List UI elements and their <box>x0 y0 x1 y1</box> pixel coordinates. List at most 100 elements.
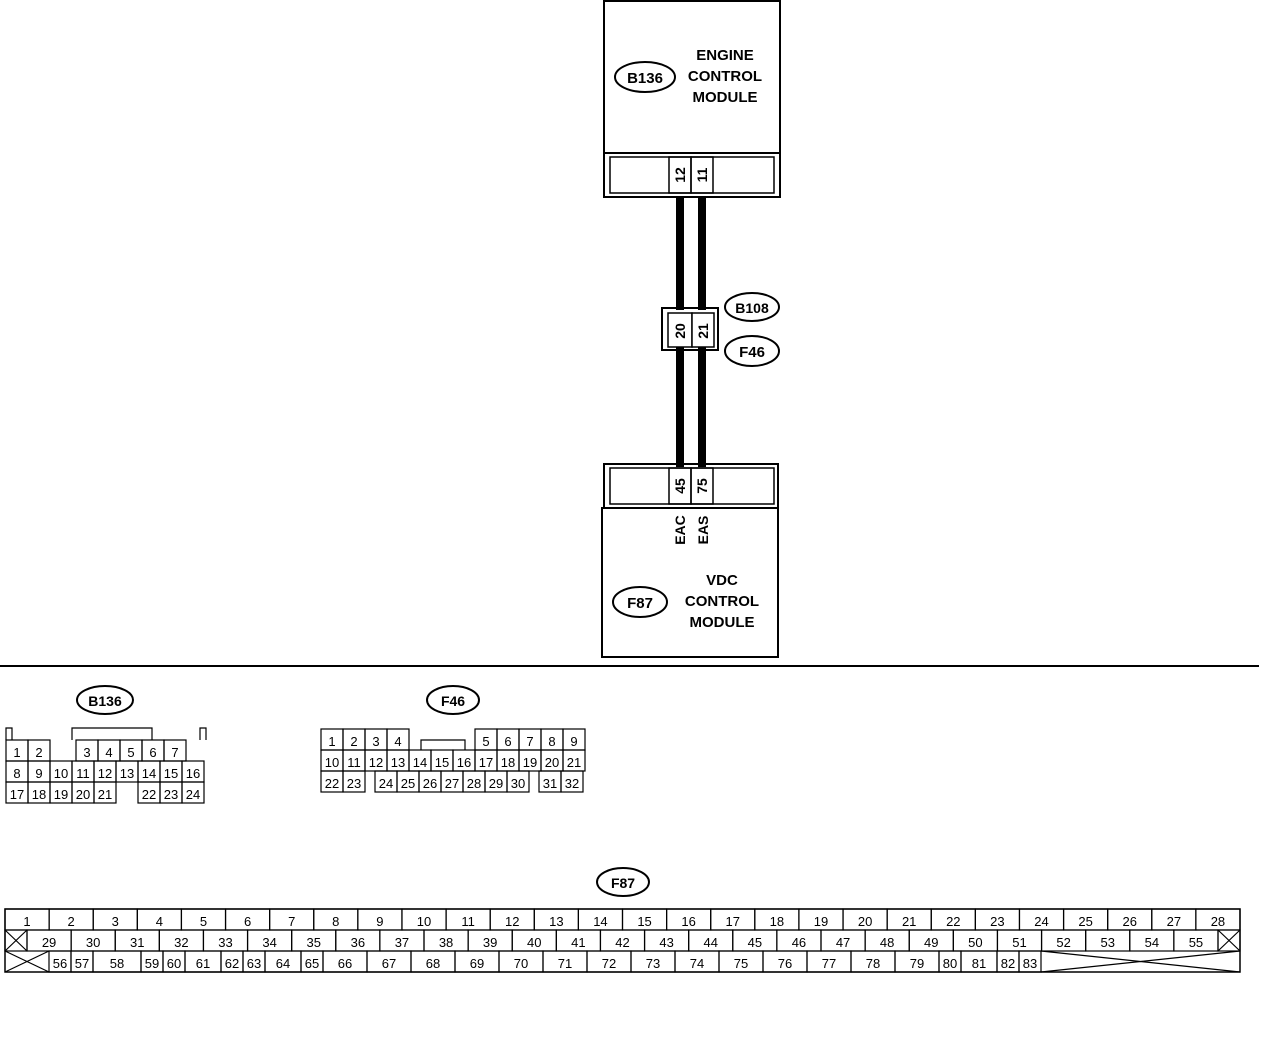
b136-pin-21: 21 <box>98 787 112 802</box>
vdc-signal-eac: EAC <box>672 515 688 545</box>
connector-id-f46: F46 <box>739 344 765 361</box>
f87-id: F87 <box>611 875 635 891</box>
f87-pin-71: 71 <box>558 956 572 971</box>
f87-pin-16: 16 <box>681 914 695 929</box>
f87-pin-15: 15 <box>637 914 651 929</box>
b136-key <box>199 727 207 740</box>
f87-pin-77: 77 <box>822 956 836 971</box>
ecm-name-line-3: MODULE <box>693 89 758 106</box>
f87-pin-55: 55 <box>1189 935 1203 950</box>
f46-pin-11: 11 <box>347 755 361 770</box>
b136-pin-19: 19 <box>54 787 68 802</box>
ecm-connector-id-oval <box>614 61 676 93</box>
b136-pin-14: 14 <box>142 766 156 781</box>
b136-pin-8: 8 <box>13 766 20 781</box>
f87-pin-8: 8 <box>332 914 339 929</box>
f87-pin-21: 21 <box>902 914 916 929</box>
f87-pin-2: 2 <box>68 914 75 929</box>
b136-pin-2: 2 <box>35 745 42 760</box>
b136-pin-4: 4 <box>105 745 112 760</box>
f87-pin-53: 53 <box>1100 935 1114 950</box>
f46-pin-8: 8 <box>548 734 555 749</box>
f87-pin-69: 69 <box>470 956 484 971</box>
f87-pin-35: 35 <box>306 935 320 950</box>
f46-pin-cell <box>506 770 530 793</box>
f87-pin-65: 65 <box>305 956 319 971</box>
f87-pin-36: 36 <box>351 935 365 950</box>
f87-pin-30: 30 <box>86 935 100 950</box>
vdc-name-line-1: VDC <box>706 572 738 589</box>
f87-pin-33: 33 <box>218 935 232 950</box>
f87-pin-46: 46 <box>792 935 806 950</box>
f87-pin-42: 42 <box>615 935 629 950</box>
f46-pin-15: 15 <box>435 755 449 770</box>
f87-id-oval <box>596 867 650 897</box>
b136-pin-6: 6 <box>149 745 156 760</box>
f46-pin-22: 22 <box>325 776 339 791</box>
f87-pin-4: 4 <box>156 914 163 929</box>
b136-pin-16: 16 <box>186 766 200 781</box>
f46-pin-3: 3 <box>372 734 379 749</box>
b136-pin-22: 22 <box>142 787 156 802</box>
f87-pin-51: 51 <box>1012 935 1026 950</box>
f87-pin-34: 34 <box>262 935 276 950</box>
ecm-pin-12: 12 <box>672 167 688 183</box>
f87-pin-67: 67 <box>382 956 396 971</box>
inline-pin-20: 20 <box>672 323 688 339</box>
f87-pin-47: 47 <box>836 935 850 950</box>
engine-control-module: B136 ENGINE CONTROL MODULE 12 11 <box>603 0 781 198</box>
f87-pin-43: 43 <box>659 935 673 950</box>
f46-pin-cell <box>560 770 584 793</box>
f87-pin-29: 29 <box>42 935 56 950</box>
f87-pin-40: 40 <box>527 935 541 950</box>
b136-pin-13: 13 <box>120 766 134 781</box>
vdc-connector-id-oval <box>612 586 668 618</box>
b136-pin-10: 10 <box>54 766 68 781</box>
b136-pin-18: 18 <box>32 787 46 802</box>
f46-pin-31: 31 <box>543 776 557 791</box>
connector-id-oval-b108 <box>724 292 780 322</box>
f46-pin-14: 14 <box>413 755 427 770</box>
f87-pin-18: 18 <box>770 914 784 929</box>
f46-pin-5: 5 <box>482 734 489 749</box>
vdc-connector-id: F87 <box>627 595 653 612</box>
f46-pin-29: 29 <box>489 776 503 791</box>
f87-pin-73: 73 <box>646 956 660 971</box>
f87-pin-22: 22 <box>946 914 960 929</box>
f87-pin-83: 83 <box>1023 956 1037 971</box>
f46-pin-2: 2 <box>350 734 357 749</box>
ecm-name-line-1: ENGINE <box>696 47 754 64</box>
ecm-pin-cell <box>690 156 714 194</box>
f46-pin-10: 10 <box>325 755 339 770</box>
f87-pin-5: 5 <box>200 914 207 929</box>
f87-pin-37: 37 <box>395 935 409 950</box>
connector-id-b108: B108 <box>735 300 769 316</box>
f87-pin-81: 81 <box>972 956 986 971</box>
f87-pin-76: 76 <box>778 956 792 971</box>
f87-pin-72: 72 <box>602 956 616 971</box>
f87-pin-10: 10 <box>417 914 431 929</box>
f46-pin-4: 4 <box>394 734 401 749</box>
f87-pin-26: 26 <box>1122 914 1136 929</box>
f87-blank-mark <box>1217 929 1241 952</box>
f87-pin-17: 17 <box>726 914 740 929</box>
f46-pin-25: 25 <box>401 776 415 791</box>
vdc-name-line-3: MODULE <box>690 614 755 631</box>
f87-pin-3: 3 <box>112 914 119 929</box>
ecm-name-line-2: CONTROL <box>688 68 762 85</box>
f87-pin-39: 39 <box>483 935 497 950</box>
f87-pin-11: 11 <box>461 914 475 929</box>
f46-pin-24: 24 <box>379 776 393 791</box>
f87-pin-61: 61 <box>196 956 210 971</box>
f87-pin-82: 82 <box>1001 956 1015 971</box>
f46-pin-23: 23 <box>347 776 361 791</box>
vdc-signal-eas: EAS <box>695 516 711 545</box>
f87-pin-9: 9 <box>376 914 383 929</box>
f46-pin-cell <box>342 770 366 793</box>
